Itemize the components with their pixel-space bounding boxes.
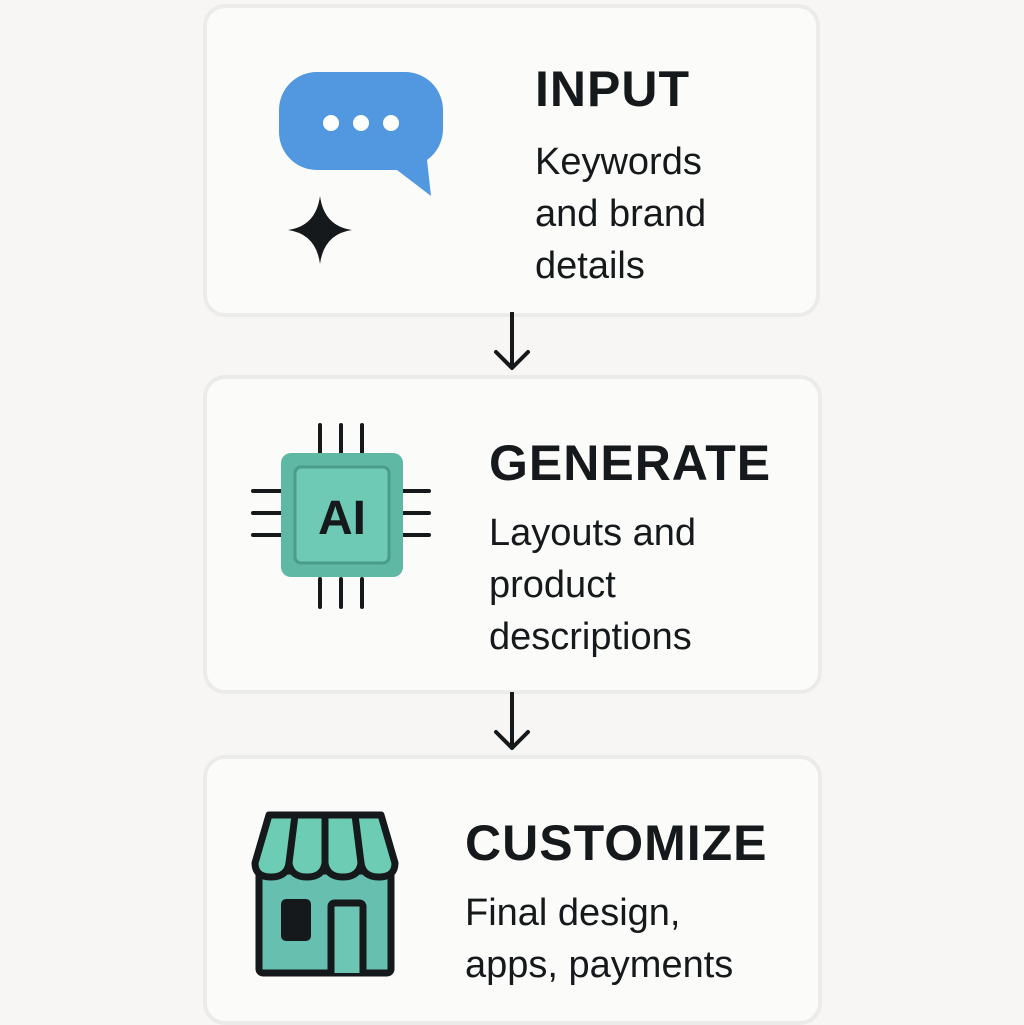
step-card-customize: CUSTOMIZE Final design, apps, payments <box>203 755 822 1025</box>
step-card-input: INPUT Keywords and brand details <box>203 4 820 317</box>
step-description: Final design, apps, payments <box>465 892 734 986</box>
down-arrow-icon <box>494 312 530 370</box>
step-title: GENERATE <box>489 435 772 491</box>
ai-chip-label: AI <box>318 492 366 545</box>
step-description: Keywords and brand details <box>535 141 707 287</box>
step-card-generate: AI GENERATE Layouts and product descript… <box>203 375 822 694</box>
step-title: CUSTOMIZE <box>465 815 768 871</box>
storefront-icon <box>251 811 399 977</box>
down-arrow-icon <box>494 692 530 750</box>
step-title: INPUT <box>535 61 690 117</box>
chat-bubble-sparkle-icon <box>279 72 444 264</box>
ai-chip-icon: AI <box>251 423 431 609</box>
step-description: Layouts and product descriptions <box>489 512 697 658</box>
